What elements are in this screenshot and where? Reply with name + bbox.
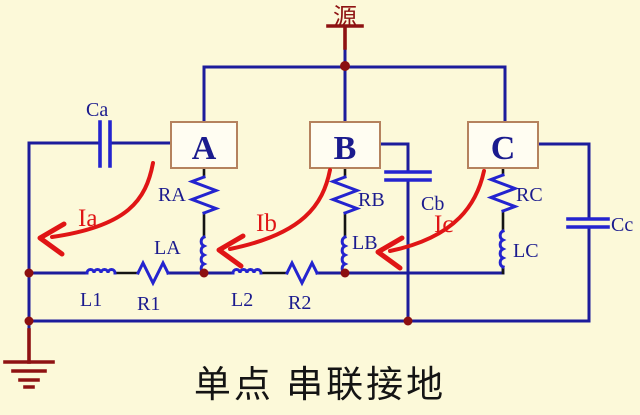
label-ra: RA	[158, 184, 186, 206]
label-rb: RB	[358, 189, 385, 211]
label-l1: L1	[80, 289, 102, 311]
ia-arrow-curve	[50, 161, 155, 239]
module-a-label: A	[192, 130, 217, 167]
label-cc: Cc	[611, 214, 633, 236]
module-box-b: B	[309, 121, 381, 169]
power-source-label: 源	[333, 4, 357, 31]
inductor-lc	[498, 228, 507, 270]
label-lb: LB	[352, 232, 378, 254]
junction-dot	[24, 316, 34, 326]
module-b-label: B	[334, 130, 357, 167]
power-source-icon	[326, 24, 364, 50]
capacitor-cb	[384, 170, 432, 182]
ib-arrow-curve	[228, 168, 332, 251]
ia-arrowhead-icon	[37, 221, 67, 257]
label-l2: L2	[231, 289, 253, 311]
module-box-c: C	[467, 121, 539, 169]
current-arrow-ic: Ic	[375, 169, 486, 271]
resistor-r2	[284, 259, 320, 287]
junction-dot	[199, 268, 209, 278]
module-b-box	[309, 121, 381, 169]
capacitors	[98, 120, 610, 229]
resistor-r1	[135, 259, 171, 287]
label-lc: LC	[513, 240, 539, 262]
junction-dot	[24, 268, 34, 278]
diagram-caption: 单点 串联接地	[194, 365, 446, 406]
current-label-ic: Ic	[434, 211, 453, 238]
label-r2: R2	[288, 292, 311, 314]
label-rc: RC	[516, 184, 543, 206]
module-a-box	[170, 121, 238, 169]
c-to-cc-wire	[536, 142, 591, 221]
inductor-la	[199, 234, 208, 276]
module-c-box	[467, 121, 539, 169]
current-label-ia: Ia	[78, 205, 97, 232]
earth-ground-icon	[3, 360, 55, 389]
resistors	[135, 173, 520, 287]
label-cb: Cb	[421, 193, 444, 215]
junction-dot	[340, 268, 350, 278]
junction-dots	[24, 61, 413, 326]
b-to-cb-wire	[378, 142, 410, 174]
label-la: LA	[154, 237, 181, 259]
resistor-ra	[187, 175, 221, 215]
resistor-rb	[328, 175, 362, 215]
ground-symbol	[3, 328, 55, 389]
inductor-l1	[85, 268, 117, 275]
capacitor-cc	[566, 217, 610, 229]
inductor-lb	[340, 234, 349, 276]
capacitor-ca	[98, 120, 112, 168]
junction-dot	[403, 316, 413, 326]
component-labels: Ca Cb Cc RA RB RC LA LB LC L1 R1 L2 R2	[80, 99, 633, 315]
wires	[27, 46, 591, 334]
label-r1: R1	[137, 293, 160, 315]
module-c-label: C	[491, 130, 516, 167]
resistor-rc	[486, 173, 520, 213]
power-source-symbol: 源	[326, 4, 364, 50]
junction-dot	[340, 61, 350, 71]
module-box-a: A	[170, 121, 238, 169]
label-ca: Ca	[86, 99, 108, 121]
ib-arrowhead-icon	[216, 233, 246, 269]
ic-arrow-curve	[388, 169, 486, 253]
inductors	[85, 228, 507, 276]
current-arrow-ia: Ia	[37, 161, 155, 257]
top-bus-wire	[202, 65, 507, 124]
current-label-ib: Ib	[256, 210, 277, 237]
current-arrow-ib: Ib	[216, 168, 332, 269]
ic-arrowhead-icon	[375, 235, 405, 271]
inductor-l2	[231, 268, 263, 275]
